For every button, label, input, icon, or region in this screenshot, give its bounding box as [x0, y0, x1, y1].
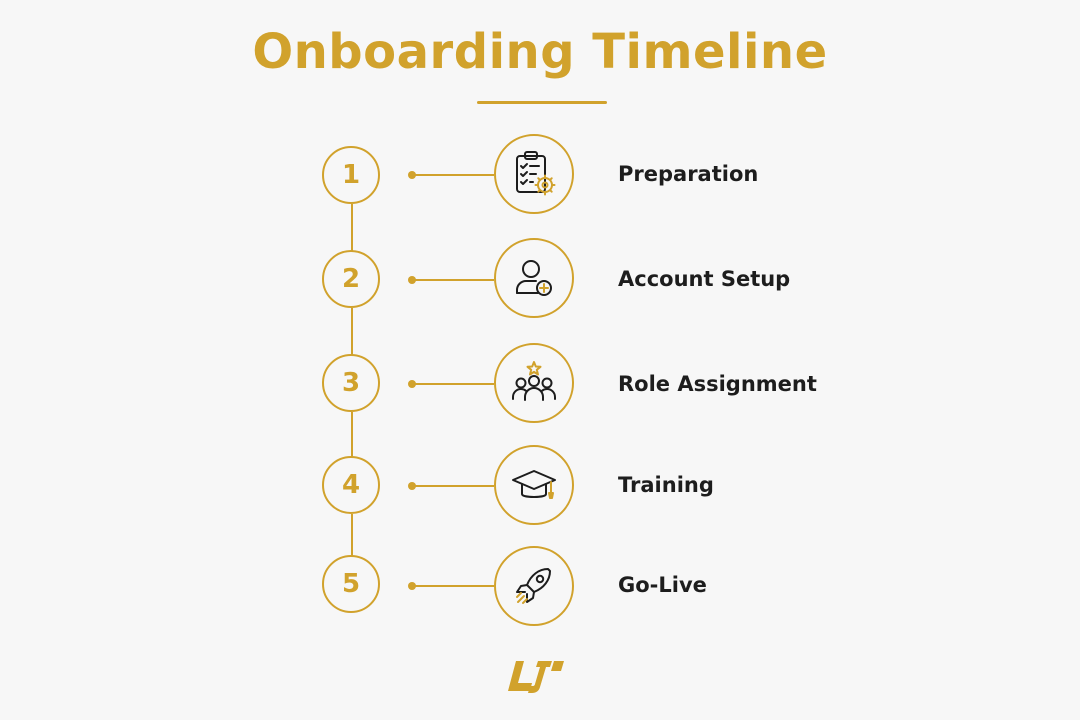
timeline-connector [351, 308, 353, 356]
timeline-connector [351, 412, 353, 458]
step-connector [412, 585, 494, 587]
step-connector [412, 174, 494, 176]
step-connector [412, 383, 494, 385]
rocket-icon [516, 568, 551, 604]
step-icon-badge [494, 238, 574, 318]
step-icon-badge [494, 445, 574, 525]
step-number: 2 [322, 250, 380, 308]
clipboard-checklist-gear-icon [516, 151, 556, 196]
title-underline [477, 101, 607, 104]
step-number: 4 [322, 456, 380, 514]
user-add-icon [516, 260, 552, 296]
step-icon-badge [494, 134, 574, 214]
page-title: Onboarding Timeline [252, 24, 828, 80]
step-label: Account Setup [618, 267, 791, 291]
step-icon-badge [494, 343, 574, 423]
step-connector [412, 279, 494, 281]
team-star-icon [512, 361, 556, 401]
graduation-cap-icon [512, 470, 556, 499]
step-number: 5 [322, 555, 380, 613]
step-number: 1 [322, 146, 380, 204]
timeline-connector [351, 514, 353, 556]
step-label: Training [618, 473, 714, 497]
company-monogram-logo [508, 661, 564, 693]
step-number: 3 [322, 354, 380, 412]
step-label: Role Assignment [618, 372, 817, 396]
step-icon-badge [494, 546, 574, 626]
step-connector [412, 485, 494, 487]
step-label: Preparation [618, 162, 759, 186]
step-label: Go-Live [618, 573, 707, 597]
timeline-connector [351, 204, 353, 252]
